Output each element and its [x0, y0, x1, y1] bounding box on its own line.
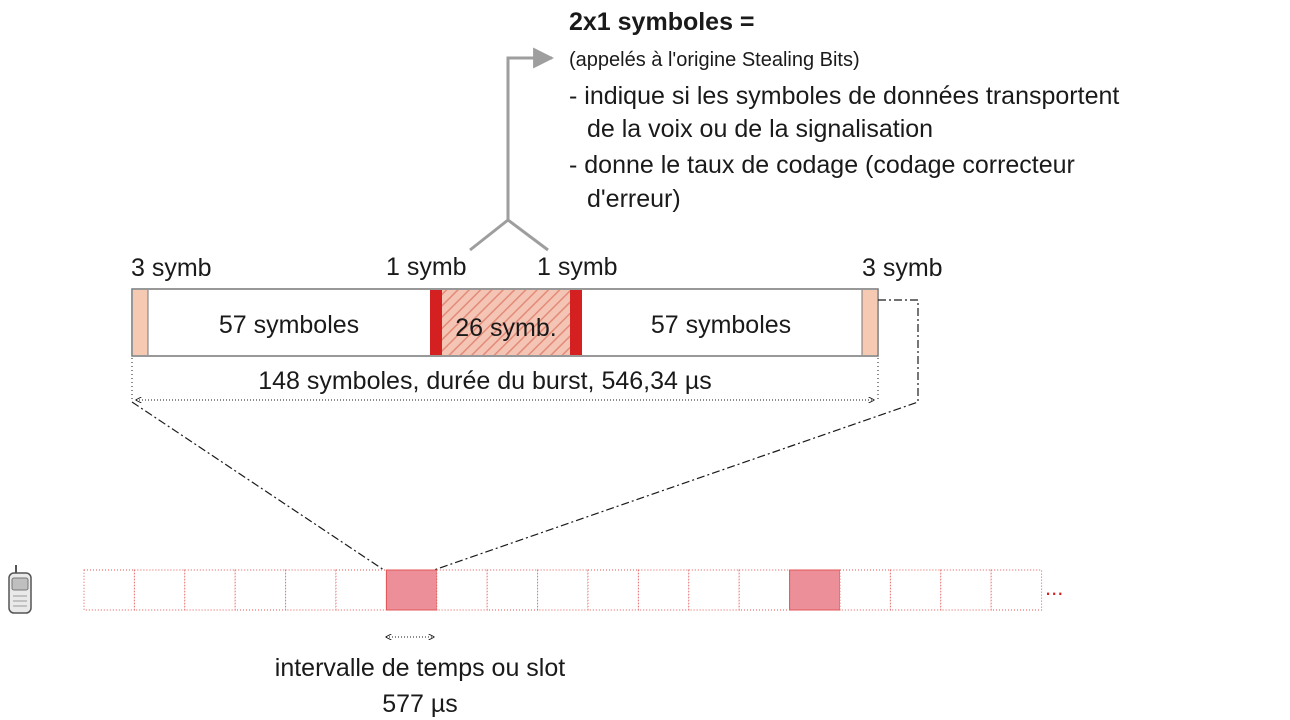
slot-label: intervalle de temps ou slot	[275, 654, 565, 682]
timeslot-active	[789, 569, 841, 611]
data-left-label: 57 symboles	[219, 311, 359, 339]
timeslot	[83, 569, 135, 611]
timeslot	[234, 569, 287, 611]
data-right-label: 57 symboles	[651, 311, 791, 339]
timeslot	[990, 569, 1043, 611]
timeslot	[889, 569, 942, 611]
tail-left-label: 3 symb	[131, 254, 212, 282]
burst-bar: 57 symboles 26 symb. 57 symboles	[131, 288, 879, 357]
stealing-bits-title: 2x1 symboles =	[569, 8, 755, 36]
timeslot-timeline	[83, 569, 1043, 611]
timeline-ellipsis: ...	[1045, 575, 1063, 600]
timeslot	[688, 569, 740, 611]
tail-right-segment	[862, 290, 877, 355]
zoom-lines	[131, 299, 919, 571]
timeslot	[587, 569, 639, 611]
training-segment	[442, 290, 570, 355]
timeslot	[133, 569, 186, 611]
burst-duration-label: 148 symboles, durée du burst, 546,34 µs	[258, 367, 712, 395]
tail-right-label: 3 symb	[862, 254, 943, 282]
timeslot	[637, 569, 690, 611]
tail-left-segment	[133, 290, 148, 355]
timeslot	[486, 569, 539, 611]
timeslot	[285, 569, 337, 611]
annotation-line-3: - donne le taux de codage (codage correc…	[569, 151, 1075, 179]
stealing-left-segment	[430, 290, 442, 355]
burst-duration-dimension	[131, 358, 879, 400]
slot-duration-label: 577 µs	[382, 690, 458, 718]
timeslot	[436, 569, 488, 611]
stealing-bits-subtitle: (appelés à l'origine Stealing Bits)	[569, 49, 860, 71]
timeslot	[335, 569, 387, 611]
stealing-right-segment	[570, 290, 582, 355]
stealing-right-label: 1 symb	[537, 253, 618, 281]
timeslot	[839, 569, 891, 611]
annotation-line-1: - indique si les symboles de données tra…	[569, 82, 1119, 110]
timeslot	[738, 569, 791, 611]
timeslot-active	[385, 569, 438, 611]
timeslot	[184, 569, 236, 611]
stealing-bits-pointer-arrow	[469, 47, 555, 252]
annotation-line-4: d'erreur)	[587, 185, 681, 213]
timeslot	[537, 569, 589, 611]
mobile-phone-icon	[8, 565, 32, 614]
annotation-line-2: de la voix ou de la signalisation	[587, 115, 933, 143]
timeslot	[940, 569, 992, 611]
training-label: 26 symb.	[455, 314, 556, 342]
stealing-left-label: 1 symb	[386, 253, 467, 281]
